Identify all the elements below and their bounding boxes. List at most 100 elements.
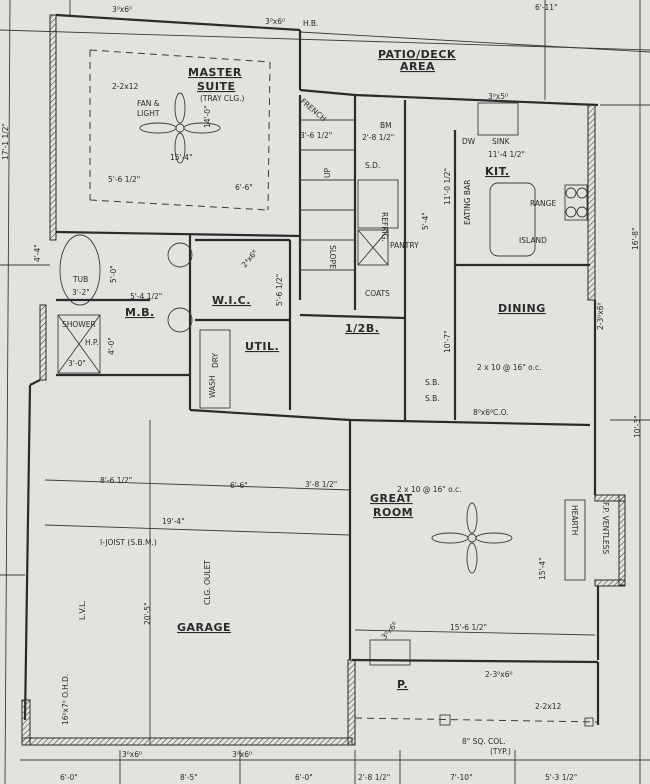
- tub-label: TUB: [72, 275, 88, 284]
- dim-ms-depth: 14'-0": [203, 105, 212, 128]
- shower-label: SHOWER: [62, 320, 96, 329]
- dim-left-1: 17'-1 1/2": [1, 123, 10, 160]
- room-half-bath: 1/2B.: [345, 322, 379, 335]
- stair-slope-label: SLOPE: [328, 245, 337, 269]
- sb-label: S.B.: [425, 378, 440, 387]
- annotations: FAN & LIGHT 2-2x12 TUB 3'-2" SHOWER 3'-0…: [61, 19, 610, 756]
- room-great-2: ROOM: [373, 506, 413, 519]
- dryer-label: DRY: [211, 352, 220, 368]
- dim-great-depth: 15'-4": [538, 557, 547, 580]
- dim-bottom-6: 5'-3 1/2": [545, 773, 577, 782]
- dim-right-2: 10'-3": [633, 415, 642, 438]
- dining-joist-label: 2 x 10 @ 16" o.c.: [477, 363, 542, 372]
- dim-left-2: 4'-4": [33, 244, 42, 262]
- ceiling-fan-icon: [431, 502, 513, 574]
- dim-garage-door-2: 3⁰x6⁰: [232, 750, 252, 759]
- dishwasher-label: DW: [462, 137, 476, 146]
- ceiling-fan-icon: [139, 92, 221, 164]
- garage-door-label: 16⁰x7⁰ O.H.D.: [61, 674, 70, 725]
- ceiling-outlet-label: CLG. OULET: [203, 560, 212, 605]
- fan-light-label-2: LIGHT: [137, 109, 160, 118]
- room-garage: GARAGE: [177, 621, 231, 634]
- kitchen-window-label: 3⁰x5⁰: [488, 92, 508, 101]
- dimensions: 3⁰x6⁰ 3⁰x6⁰ 6'-11" 17'-1 1/2" 4'-4" 16'-…: [1, 3, 642, 782]
- hose-bib-label: H.P.: [85, 338, 99, 347]
- dim-kit-depth: 11'-0 1/2": [443, 168, 452, 205]
- dim-ms-b: 6'-6": [235, 183, 253, 192]
- porch-beam-label: 2-2x12: [535, 702, 561, 711]
- fan-light-label: FAN &: [137, 99, 160, 108]
- dim-stair: 3'-6 1/2": [300, 131, 332, 140]
- dim-g4: 19'-4": [162, 517, 185, 526]
- tub-dim: 3'-2": [72, 288, 90, 297]
- dim-wic: 5'-6 1/2": [275, 274, 284, 306]
- porch-door-label: 2-3⁰x6⁰: [485, 670, 512, 679]
- door-label: 2⁴x6⁸: [240, 248, 260, 269]
- dim-ms-a: 5'-6 1/2": [108, 175, 140, 184]
- dim-bottom-2: 8'-5": [180, 773, 198, 782]
- dim-dining: 10'-7": [443, 330, 452, 353]
- room-labels: MASTER SUITE (TRAY CLG.) PATIO/DECK AREA…: [125, 48, 546, 691]
- dim-bath-b: 5'-4 1/2": [130, 292, 162, 301]
- range-label: RANGE: [530, 199, 556, 208]
- dim-top-2: 3⁰x6⁰: [265, 17, 285, 26]
- room-master-bath: M.B.: [125, 306, 155, 319]
- stair-up-label: UP: [323, 168, 332, 178]
- pantry-label: PANTRY: [390, 241, 419, 250]
- dim-top-1: 3⁰x6⁰: [112, 5, 132, 14]
- beam-bm-label: BM: [380, 121, 392, 130]
- dim-bottom-3: 6'-0": [295, 773, 313, 782]
- dim-great-width: 15'-6 1/2": [450, 623, 487, 632]
- room-master-suite: MASTER: [188, 66, 242, 79]
- tray-ceiling-label: (TRAY CLG.): [200, 94, 245, 103]
- room-dining: DINING: [498, 302, 546, 315]
- room-great: GREAT: [370, 492, 413, 505]
- coats-label: COATS: [365, 289, 390, 298]
- sink-label: SINK: [492, 137, 511, 146]
- dim-hall: 2'-8 1/2": [362, 133, 394, 142]
- washer-label: WASH: [208, 375, 217, 398]
- column-label-2: (TYP.): [490, 747, 511, 756]
- dim-bottom-5: 7'-10": [450, 773, 473, 782]
- room-master-suite-2: SUITE: [197, 80, 235, 93]
- beam-label: 2-2x12: [112, 82, 138, 91]
- dining-door-label: 2-3⁰x6⁰: [596, 303, 605, 330]
- dim-kit-width: 11'-4 1/2": [488, 150, 525, 159]
- exterior-walls: [21, 13, 626, 746]
- dim-bath-a: 5'-0": [109, 265, 118, 283]
- shower-dim: 3'-0": [68, 359, 86, 368]
- dim-g1: 8'-6 1/2": [100, 476, 132, 485]
- room-porch: P.: [397, 678, 408, 691]
- hearth-label: HEARTH: [570, 505, 579, 535]
- room-kitchen: KIT.: [485, 165, 510, 178]
- room-wic: W.I.C.: [212, 294, 251, 307]
- interior-walls: [44, 49, 596, 745]
- room-util: UTIL.: [245, 340, 279, 353]
- ijoist-label: I-JOIST (S.B.M.): [100, 538, 157, 547]
- dim-g5: 20'-5": [143, 602, 152, 625]
- dim-pantry: 5'-4": [421, 212, 430, 230]
- eating-bar-label: EATING BAR: [463, 180, 472, 225]
- refrigerator-label: REFRIG.: [380, 212, 389, 242]
- room-patio: PATIO/DECK: [378, 48, 456, 61]
- dim-top-3: 6'-11": [535, 3, 558, 12]
- hose-bib-top: H.B.: [303, 19, 318, 28]
- sb-label-2: S.B.: [425, 394, 440, 403]
- cased-opening-label: 8⁰x6⁸C.O.: [473, 408, 509, 417]
- dim-right-1: 16'-8": [631, 227, 640, 250]
- dim-bath-c: 4'-0": [107, 337, 116, 355]
- dim-garage-door-1: 3⁰x6⁰: [122, 750, 142, 759]
- dim-g2: 6'-6": [230, 481, 248, 490]
- room-patio-2: AREA: [400, 60, 435, 73]
- great-joist-label: 2 x 10 @ 16" o.c.: [397, 485, 462, 494]
- dim-bottom-4: 2'-8 1/2": [358, 773, 390, 782]
- island-label: ISLAND: [519, 236, 547, 245]
- dim-bottom-1: 6'-0": [60, 773, 78, 782]
- column-label: 8" SQ. COL.: [462, 737, 506, 746]
- french-door-label: FRENCH: [299, 97, 328, 124]
- dim-ms-width: 15'-4": [170, 153, 193, 162]
- fireplace-label: F.P. VENTLESS: [601, 502, 610, 554]
- dim-g3: 3'-8 1/2": [305, 480, 337, 489]
